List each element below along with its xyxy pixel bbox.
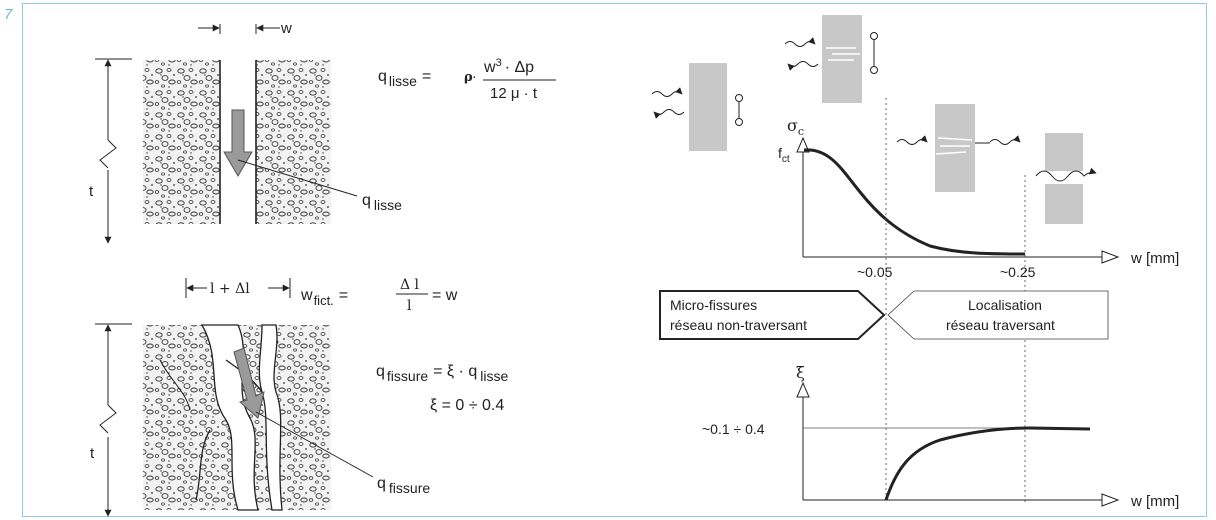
real-width-label: l + Δl — [210, 281, 250, 297]
svg-text:= w: = w — [432, 287, 458, 304]
specimen-separated-top — [1045, 133, 1083, 171]
stage-right-line1: Localisation — [968, 297, 1042, 313]
xi-curve — [884, 426, 1091, 501]
crack-branch-right — [258, 324, 283, 511]
real-thickness-label: t — [90, 445, 95, 462]
concrete-block-right — [256, 60, 331, 224]
xi-graph: ξ ~0.1 ÷ 0.4 w [mm] — [702, 363, 1179, 510]
stage-left-line1: Micro-fissures — [670, 297, 757, 313]
svg-text:wfict.=: wfict.= — [300, 287, 348, 308]
stage-box-left — [659, 290, 886, 340]
specimen-localized — [935, 104, 975, 192]
specimen-separated-bottom — [1045, 184, 1083, 224]
figure-frame — [22, 3, 1207, 517]
svg-text:w3· Δp: w3· Δp — [483, 57, 534, 76]
width-label: w — [280, 20, 292, 37]
figure-number: 7 — [4, 6, 13, 23]
fct-label: fct — [778, 145, 790, 165]
stage-right-line2: réseau traversant — [946, 317, 1055, 333]
specimen-microcracked — [822, 15, 862, 103]
svg-text:Δ l: Δ l — [400, 277, 420, 293]
stress-x-label: w [mm] — [1130, 250, 1179, 267]
w-fict-formula: wfict.= Δ l l = w — [300, 277, 458, 314]
stress-graph: σc fct ~0.05 ~0.25 w [mm] — [778, 98, 1179, 502]
specimen-intact — [689, 63, 727, 151]
stress-tick-2: ~0.25 — [1000, 264, 1036, 280]
svg-text:12 μ · t: 12 μ · t — [490, 85, 538, 102]
xi-x-label: w [mm] — [1130, 493, 1179, 510]
softening-curve — [803, 148, 1026, 256]
svg-text:ρ: ρ — [464, 70, 473, 85]
thickness-label: t — [89, 183, 94, 200]
stage-indicators: Micro-fissures réseau non-traversant Loc… — [659, 290, 1109, 340]
svg-text:ξ = 0 ÷ 0.4: ξ = 0 ÷ 0.4 — [430, 397, 504, 414]
flow-arrow — [223, 109, 253, 177]
stress-tick-1: ~0.05 — [857, 264, 893, 280]
xi-axis-label: ξ — [796, 363, 805, 382]
stage-left-line2: réseau non-traversant — [670, 317, 807, 333]
concrete-block-left — [143, 60, 220, 224]
flow-arrow-fissure — [233, 347, 265, 419]
xi-level-label: ~0.1 ÷ 0.4 — [702, 421, 765, 437]
svg-text:l: l — [407, 298, 412, 314]
stress-axis-label: σc — [787, 116, 804, 138]
specimen-sketches — [651, 15, 1097, 224]
svg-text:·: · — [472, 68, 477, 84]
stage-box-right — [887, 290, 1109, 340]
